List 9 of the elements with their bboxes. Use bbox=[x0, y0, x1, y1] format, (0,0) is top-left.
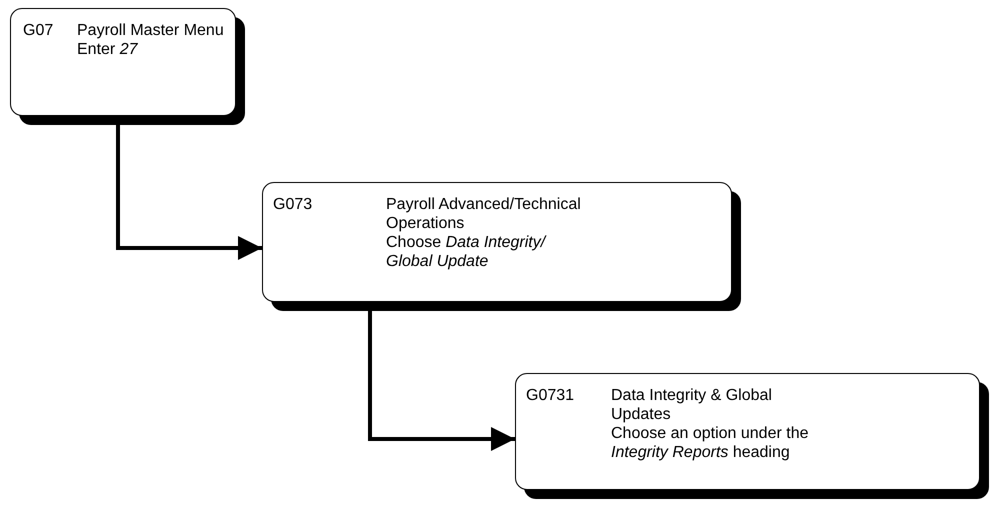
menu-instruction: Enter 27 bbox=[77, 40, 139, 59]
menu-code: G0731 bbox=[526, 386, 574, 405]
menu-code: G07 bbox=[23, 21, 54, 40]
menu-title: Payroll Advanced/Technical Operations bbox=[386, 195, 582, 233]
menu-code: G073 bbox=[273, 195, 312, 214]
menu-title: Data Integrity & Global Updates bbox=[611, 386, 773, 424]
menu-instruction: Choose an option under the Integrity Reports heading bbox=[611, 424, 810, 462]
menu-instruction: Choose Data Integrity/ Global Update bbox=[386, 233, 548, 271]
menu-title: Payroll Master Menu bbox=[77, 21, 225, 40]
